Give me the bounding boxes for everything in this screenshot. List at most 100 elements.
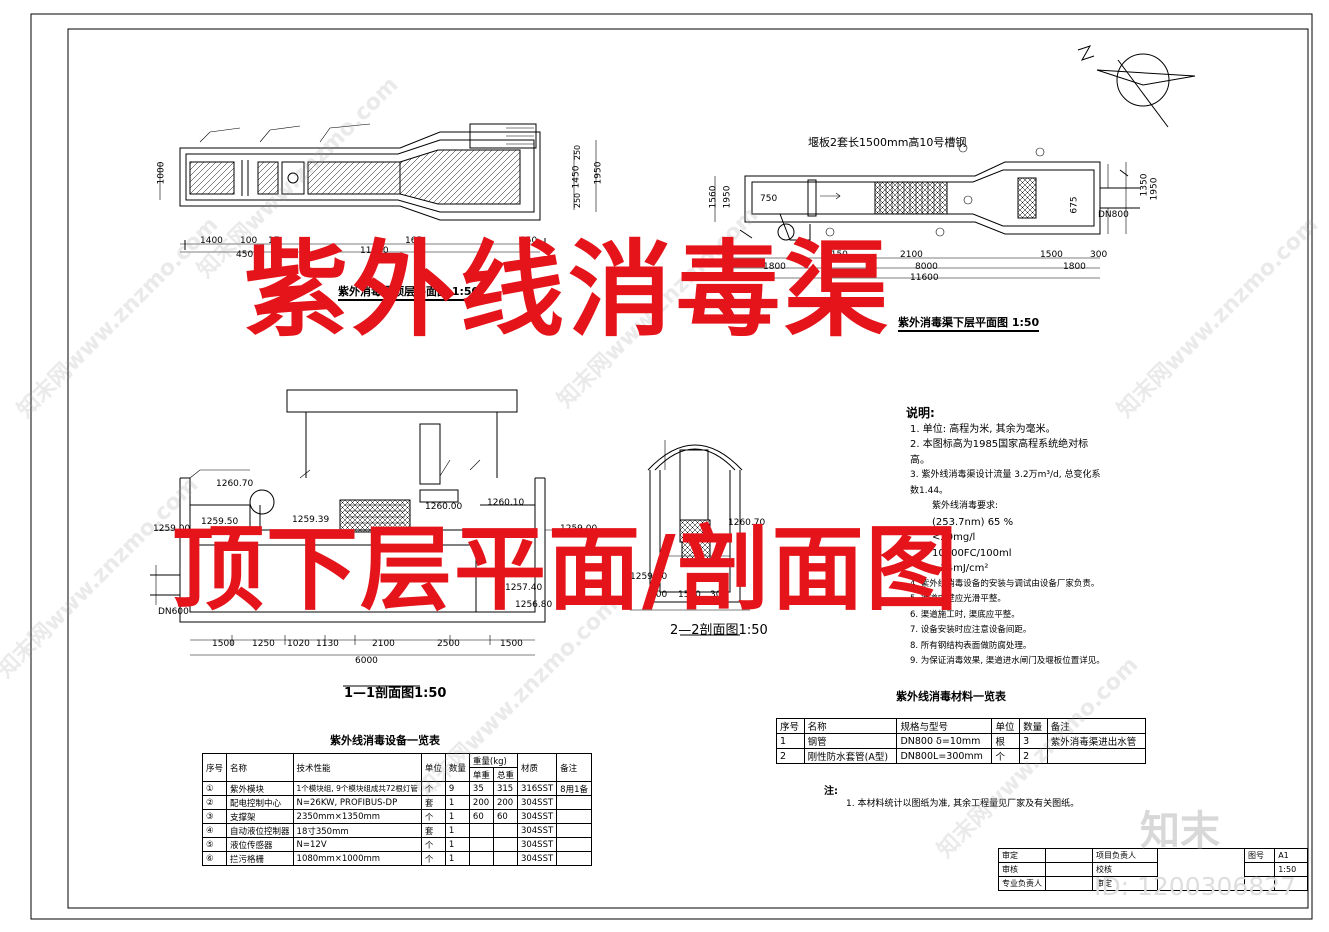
section2-title: 2—2剖面图1:50: [670, 623, 768, 638]
material-table-title: 紫外线消毒材料一览表: [896, 690, 1006, 703]
material-note: 1. 本材料统计以图纸为准, 其余工程量见厂家及有关图纸。: [846, 799, 1080, 809]
ec-4-5: [468, 837, 494, 852]
overlay-title-line1: 紫外线消毒渠: [244, 229, 893, 351]
mh-2: 规格与型号: [896, 718, 993, 734]
top-plan-vdim-250a: 250: [573, 144, 583, 161]
dim-2150: 2150: [825, 250, 848, 260]
ec-2-8: [556, 809, 592, 824]
dim-1500a: 1500: [212, 639, 235, 649]
dim-2500: 2500: [437, 639, 460, 649]
ec-5-6: [492, 851, 518, 866]
ec-1-1: 配电控制中心: [226, 795, 294, 810]
ec-3-6: [492, 823, 518, 838]
table-row: ③ 支撑架 2350mm×1350mm 个 1 60 60 304SST: [201, 809, 592, 824]
ec-5-8: [556, 851, 592, 866]
tb-r2-1: [1045, 862, 1093, 877]
tb-r2-0: 审核: [998, 862, 1046, 877]
tb-r3-1: [1045, 876, 1093, 891]
dim-300: 300: [1090, 250, 1108, 260]
elev-8: 1257.40: [505, 583, 543, 593]
dim-250: 250: [520, 236, 538, 246]
ec-4-3: 个: [420, 837, 446, 852]
ec-2-5: 60: [468, 809, 494, 824]
section-markers: [184, 169, 1129, 250]
elev-4: 1259.39: [292, 515, 330, 525]
note-3: 3. 紫外线消毒渠设计流量 3.2万m³/d, 总变化系数1.44。: [910, 470, 1101, 496]
top-plan-title: 紫外消毒渠顶层平面图 1:50: [338, 283, 480, 301]
mc-1-0: 2: [776, 748, 805, 764]
mc-0-0: 1: [776, 733, 805, 749]
ec-0-1: 紫外模块: [226, 781, 294, 796]
eh-8: 备注: [556, 753, 592, 782]
table-row: 1 钢管 DN800 δ=10mm 根 3 紫外消毒渠进出水管: [776, 733, 1147, 749]
note-1: 1. 单位: 高程为米, 其余为毫米。: [910, 423, 1056, 435]
sec2-elev-2: 1259.00: [630, 572, 668, 582]
ec-0-0: ①: [201, 781, 228, 796]
dim-8000: 8000: [915, 262, 938, 272]
section1-title: 1—1剖面图1:50: [344, 686, 447, 701]
mc-1-4: 2: [1019, 748, 1048, 764]
ec-3-1: 自动液位控制器: [226, 823, 294, 838]
overlay-title-line2: 顶下层平面/剖面图: [172, 516, 960, 623]
dim-2100: 2100: [900, 250, 923, 260]
lower-plan-view: [714, 143, 1140, 279]
lower-plan-total: 11600: [910, 273, 939, 283]
ec-3-8: [556, 823, 592, 838]
top-plan-vdim-1450: 1450: [571, 165, 582, 189]
ec-3-2: 18寸350mm: [292, 823, 422, 838]
sec2-elev-1: 1260.70: [728, 518, 766, 528]
ec-1-5: 200: [468, 795, 494, 810]
eh-5: 单重: [468, 767, 494, 782]
section-1-1-view: [150, 389, 580, 687]
dim-1800a: 1800: [763, 262, 786, 272]
dim-450: 450: [236, 250, 254, 260]
note-3a: 紫外线消毒要求:: [932, 501, 999, 511]
mc-0-2: DN800 δ=10mm: [896, 733, 993, 749]
title-block: 审定 项目负责人 图号 A1 审核 校核 1:50 专业负责人 审定: [998, 848, 1308, 891]
tb-r3-0: 专业负责人: [998, 876, 1046, 891]
ec-2-3: 个: [420, 809, 446, 824]
section-2-2-view: [630, 440, 750, 636]
tb-sheet-no: A1: [1274, 848, 1308, 863]
ec-0-2: 1个模块组, 9个模块组成共72根灯管: [292, 781, 422, 796]
note-3d: 10000FC/100ml: [932, 547, 1012, 559]
lower-plan-vdim-1950b: 1950: [722, 185, 733, 209]
ec-5-7: 304SST: [516, 851, 558, 866]
note-3b: (253.7nm) 65 %: [932, 516, 1014, 528]
mh-3: 单位: [991, 718, 1021, 734]
ec-4-7: 304SST: [516, 837, 558, 852]
equipment-table-title: 紫外线消毒设备一览表: [330, 734, 440, 747]
notes-block: 说明: 1. 单位: 高程为米, 其余为毫米。 2. 本图标高为1985国家高程…: [906, 406, 1106, 670]
dim-750: 750: [760, 194, 778, 204]
ec-2-1: 支撑架: [226, 809, 294, 824]
north-arrow: [1077, 45, 1196, 128]
ec-5-0: ⑥: [201, 851, 228, 866]
dim-1800b: 1800: [1063, 262, 1086, 272]
dim-1500b: 1500: [500, 639, 523, 649]
eh-6: 总重: [492, 767, 518, 782]
note-2: 2. 本图标高为1985国家高程系统绝对标高。: [910, 439, 1089, 466]
lower-plan-pipe: DN800: [1098, 210, 1129, 220]
eh-2: 技术性能: [292, 753, 422, 782]
ec-5-4: 1: [444, 851, 470, 866]
lower-plan-note: 堰板2套长1500mm高10号槽钢: [808, 136, 967, 149]
ec-2-7: 304SST: [516, 809, 558, 824]
ec-5-2: 1080mm×1000mm: [292, 851, 422, 866]
material-table: 序号 名称 规格与型号 单位 数量 备注 1 钢管 DN800 δ=10mm 根…: [776, 718, 1147, 764]
sec2-dim-300a: 300: [650, 590, 668, 600]
mc-0-1: 钢管: [803, 733, 898, 749]
dim-165: 165: [405, 236, 423, 246]
ec-1-4: 1: [444, 795, 470, 810]
ec-2-4: 1: [444, 809, 470, 824]
ec-1-6: 200: [492, 795, 518, 810]
sec2-dim-1500: 1500: [678, 590, 701, 600]
ec-5-1: 拦污格栅: [226, 851, 294, 866]
mc-1-5: [1046, 748, 1147, 764]
ec-4-1: 液位传感器: [226, 837, 294, 852]
ec-1-8: [556, 795, 592, 810]
ec-5-5: [468, 851, 494, 866]
ec-1-2: N=26KW, PROFIBUS-DP: [292, 795, 422, 810]
inner-border: [67, 28, 1309, 909]
ec-0-5: 35: [468, 781, 494, 796]
